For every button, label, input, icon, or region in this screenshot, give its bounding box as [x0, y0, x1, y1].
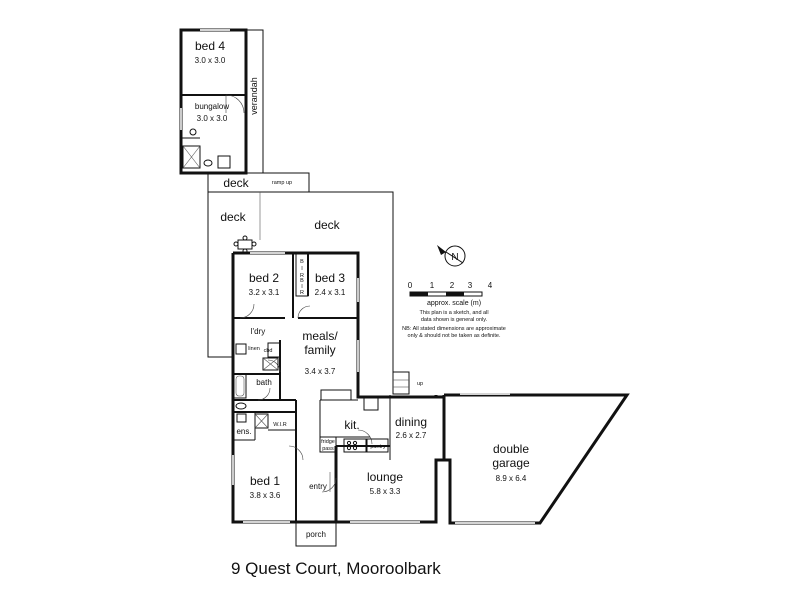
bir-letter-4: B: [300, 278, 304, 284]
fridge-label-line2: pass: [322, 446, 334, 452]
entry-label: entry: [309, 482, 327, 491]
meals-name-line2: family: [304, 343, 335, 357]
bir-letter-1: B: [300, 259, 304, 265]
bed1-size: 3.8 x 3.6: [250, 491, 281, 500]
dining-size: 2.6 x 2.7: [396, 431, 427, 440]
bed3-size: 2.4 x 3.1: [315, 288, 346, 297]
linen-label: linen: [248, 346, 260, 352]
decks: [207, 172, 394, 392]
scale-tick-4: 4: [488, 281, 493, 290]
note2-line2: only & should not be taken as definite.: [408, 333, 501, 339]
scale-bar: [409, 291, 483, 297]
bed3-name: bed 3: [315, 271, 345, 285]
bir-letter-6: R: [300, 290, 304, 296]
deck-top-label: deck: [223, 176, 249, 190]
north-compass-icon: N: [437, 245, 466, 267]
bed2-name: bed 2: [249, 271, 279, 285]
door-swings: [239, 303, 373, 493]
garage-outline: [442, 393, 630, 525]
fixtures: [233, 252, 389, 453]
scale-tick-2: 2: [450, 281, 455, 290]
meals-name-line1: meals/: [302, 329, 338, 343]
ramp-label: ramp up: [272, 180, 292, 186]
deck-main-label: deck: [314, 218, 340, 232]
bath-label: bath: [256, 378, 272, 387]
up-label: up: [417, 381, 423, 387]
pantry-label: pantry: [370, 444, 386, 450]
scale-label: approx. scale (m): [427, 300, 481, 307]
laundry-label: l'dry: [251, 327, 265, 336]
bungalow-name: bungalow: [195, 102, 229, 111]
kitchen-label: kit.: [344, 418, 359, 432]
bed4-name: bed 4: [195, 39, 225, 53]
note1-line1: This plan is a sketch, and all: [419, 310, 488, 316]
bungalow-size: 3.0 x 3.0: [197, 114, 228, 123]
note2-line1: NB: All stated dimensions are approximat…: [402, 326, 506, 332]
bir-letter-2: I: [301, 266, 303, 272]
cupboard-label: cbd: [264, 348, 273, 354]
dining-name: dining: [395, 415, 427, 429]
bed2-size: 3.2 x 3.1: [249, 288, 280, 297]
outdoor-table-icon: [233, 235, 257, 254]
meals-size: 3.4 x 3.7: [305, 367, 336, 376]
bed4-size: 3.0 x 3.0: [195, 56, 226, 65]
windows: [232, 252, 420, 523]
garage-size: 8.9 x 6.4: [496, 474, 527, 483]
verandah-label: verandah: [249, 77, 259, 115]
scale-tick-3: 3: [468, 281, 473, 290]
ensuite-label: ens.: [236, 427, 251, 436]
fridge-label-line1: fridge: [321, 439, 335, 445]
bir-letter-3: R: [300, 273, 304, 279]
scale-tick-1: 1: [430, 281, 435, 290]
address-title: 9 Quest Court, Mooroolbark: [231, 559, 441, 578]
garage-name-line2: garage: [492, 456, 530, 470]
garage-name-line1: double: [493, 442, 529, 456]
lounge-size: 5.8 x 3.3: [370, 487, 401, 496]
wir-label: W.I.R: [273, 422, 286, 428]
note1-line2: data shown is general only.: [421, 317, 488, 323]
bed1-name: bed 1: [250, 474, 280, 488]
deck-left-label: deck: [220, 210, 246, 224]
entry-steps: [295, 371, 410, 547]
porch-label: porch: [306, 530, 326, 539]
lounge-name: lounge: [367, 470, 403, 484]
bir-letter-5: I: [301, 284, 303, 290]
compass-letter: N: [451, 252, 458, 263]
scale-tick-0: 0: [408, 281, 413, 290]
